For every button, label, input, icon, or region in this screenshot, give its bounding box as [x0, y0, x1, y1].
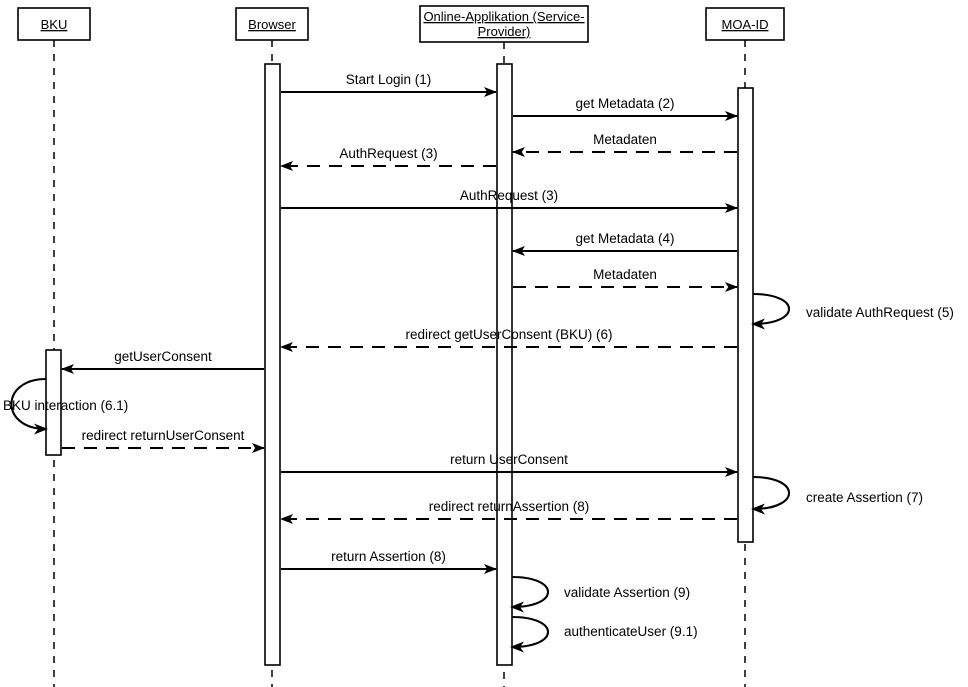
self-message-loop-3 [751, 475, 791, 515]
self-message-label-2: BKU interaction (6.1) [3, 398, 128, 413]
self-message-4[interactable]: validate Assertion (9) [510, 575, 690, 613]
message-label-4: AuthRequest (3) [339, 146, 437, 161]
message-label-3: Metadaten [593, 132, 657, 147]
self-message-loop-2 [10, 377, 48, 435]
lifeline-label-sp: Online-Applikation (Service-Provider) [423, 9, 584, 39]
message-12[interactable]: redirect returnAssertion (8) [280, 499, 737, 524]
message-label-13: return Assertion (8) [331, 549, 446, 564]
message-5[interactable]: AuthRequest (3) [281, 188, 738, 213]
message-1[interactable]: Start Login (1) [281, 72, 497, 97]
activation-bar-bku[interactable] [45, 349, 62, 456]
self-message-5[interactable]: authenticateUser (9.1) [510, 615, 698, 653]
message-3[interactable]: Metadaten [512, 132, 737, 157]
message-7[interactable]: Metadaten [513, 267, 738, 292]
self-message-loop-1 [751, 292, 791, 330]
message-9[interactable]: getUserConsent [61, 349, 264, 374]
message-label-6: get Metadata (4) [575, 231, 674, 246]
message-label-12: redirect returnAssertion (8) [429, 499, 590, 514]
lifeline-header-box-browser[interactable] [235, 7, 309, 41]
messages-layer: Start Login (1) get Metadata (2) Metadaten… [61, 72, 738, 574]
message-label-2: get Metadata (2) [575, 96, 674, 111]
activations-layer [45, 63, 754, 666]
message-4[interactable]: AuthRequest (3) [280, 146, 496, 171]
lifeline-bku: BKU [17, 7, 91, 687]
lifeline-header-box-bku[interactable] [17, 7, 91, 41]
activation-bar-moaid[interactable] [737, 87, 754, 543]
message-label-1: Start Login (1) [346, 72, 432, 87]
self-message-label-4: validate Assertion (9) [564, 585, 690, 600]
self-messages-layer: validate AuthRequest (5) BKU interaction … [3, 292, 954, 653]
activation-bar-sp[interactable] [496, 63, 513, 666]
message-label-7: Metadaten [593, 267, 657, 282]
message-label-9: getUserConsent [114, 349, 212, 364]
lifeline-label-browser: Browser [248, 17, 296, 32]
self-message-loop-5 [510, 615, 550, 653]
message-label-10: redirect returnUserConsent [82, 428, 245, 443]
message-10[interactable]: redirect returnUserConsent [62, 428, 265, 453]
self-message-label-5: authenticateUser (9.1) [564, 624, 698, 639]
self-message-1[interactable]: validate AuthRequest (5) [751, 292, 954, 330]
self-message-label-3: create Assertion (7) [806, 490, 923, 505]
message-11[interactable]: return UserConsent [281, 452, 738, 477]
lifeline-label-moaid: MOA-ID [722, 17, 769, 32]
lifeline-header-box-sp[interactable] [419, 5, 589, 43]
self-message-3[interactable]: create Assertion (7) [751, 475, 923, 515]
message-label-11: return UserConsent [450, 452, 568, 467]
self-message-loop-4 [510, 575, 550, 613]
message-13[interactable]: return Assertion (8) [281, 549, 497, 574]
self-message-label-1: validate AuthRequest (5) [806, 305, 954, 320]
lifeline-label-bku: BKU [41, 17, 68, 32]
lifeline-header-box-moaid[interactable] [705, 7, 785, 41]
message-label-8: redirect getUserConsent (BKU) (6) [405, 327, 612, 342]
message-6[interactable]: get Metadata (4) [512, 231, 737, 256]
message-2[interactable]: get Metadata (2) [513, 96, 738, 121]
lifeline-sp: Online-Applikation (Service-Provider) [419, 5, 589, 687]
message-8[interactable]: redirect getUserConsent (BKU) (6) [280, 327, 737, 352]
message-label-5: AuthRequest (3) [460, 188, 558, 203]
self-message-2[interactable]: BKU interaction (6.1) [3, 377, 128, 435]
activation-bar-browser[interactable] [264, 63, 281, 666]
